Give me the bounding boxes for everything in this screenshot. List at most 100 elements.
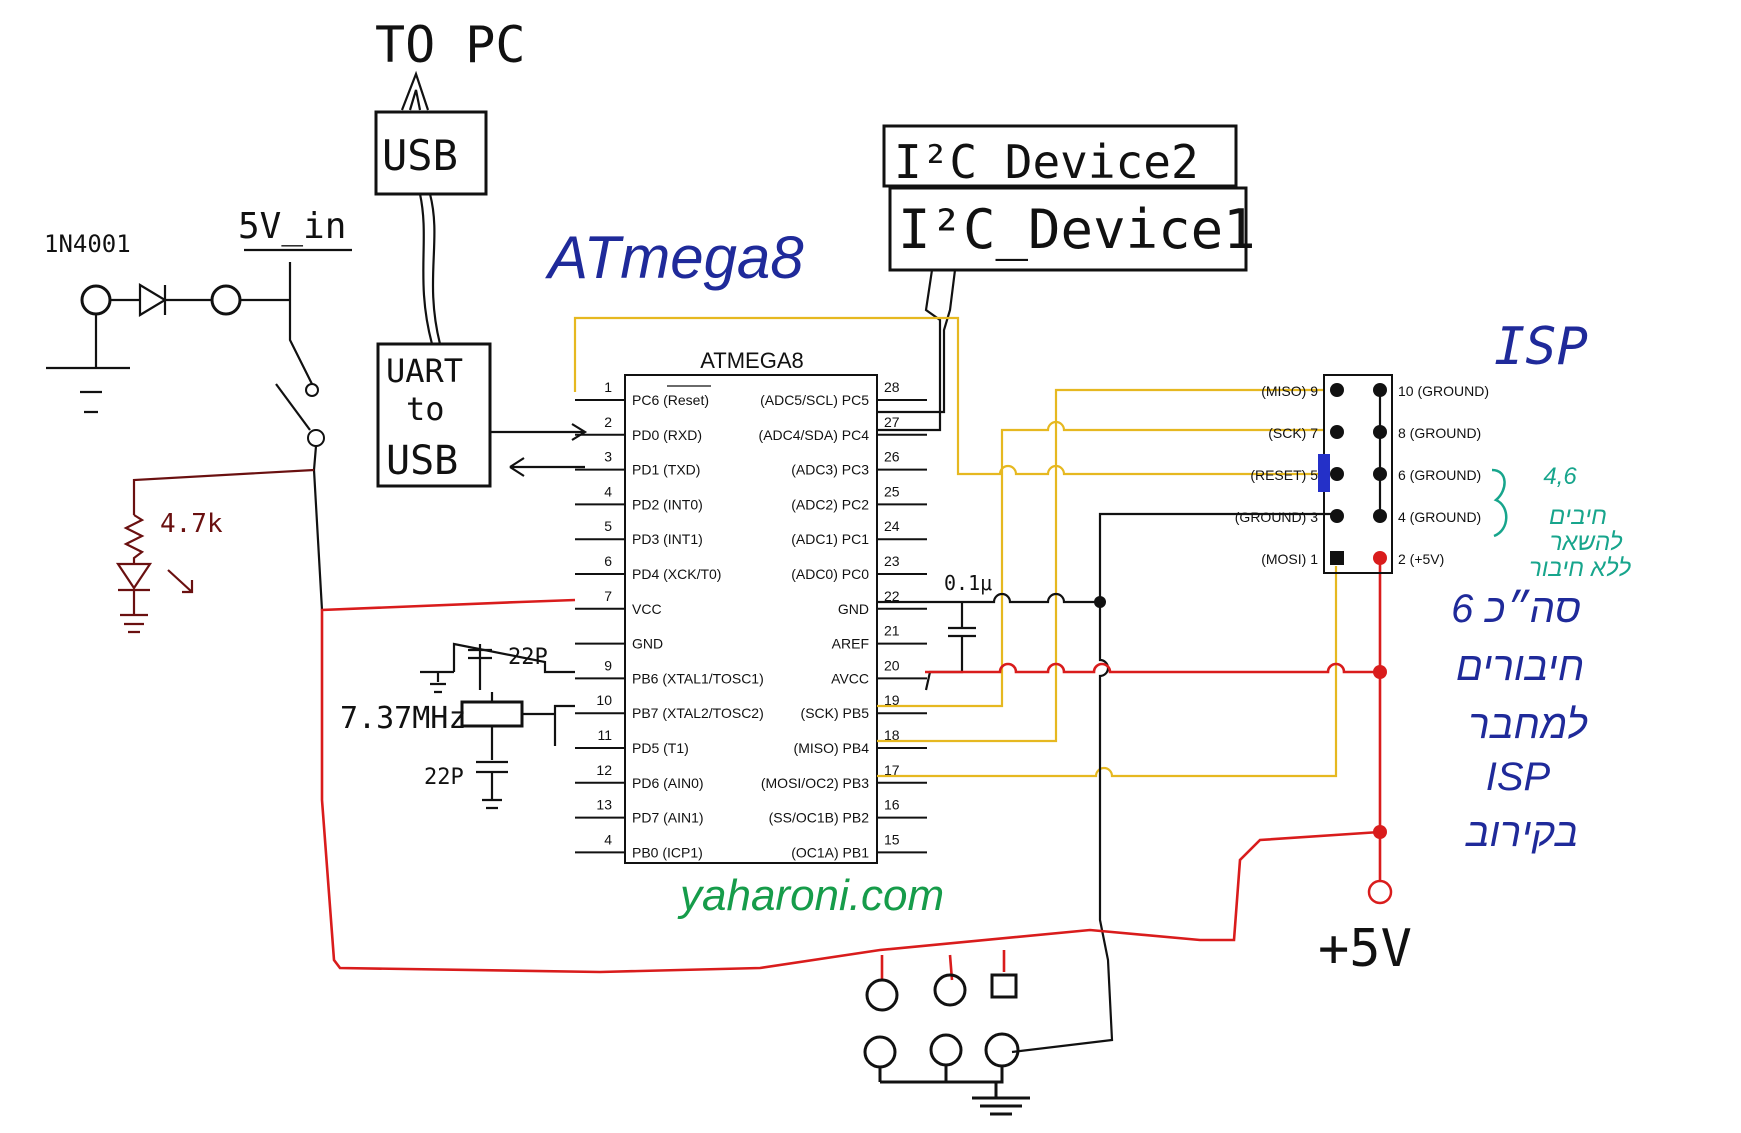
mosi-wire (877, 566, 1338, 778)
chip-right-pin-label: (OC1A) PB1 (791, 844, 869, 860)
chip-right-pin-label: (MOSI/OC2) PB3 (761, 775, 869, 791)
chip-left-pin-number: 5 (604, 518, 612, 534)
isp-right-pin-label: 10 (GROUND) (1398, 383, 1489, 399)
cap-bottom-symbol (476, 740, 508, 810)
crystal-symbol (460, 700, 524, 728)
isp-pin-dot (1330, 425, 1344, 439)
isp-pin-dot (1330, 509, 1344, 523)
chip-left-pin-label: PD5 (T1) (632, 740, 689, 756)
plus5v-terminal (1367, 879, 1393, 905)
avcc-wire (925, 662, 1380, 674)
chip-left-pin-label: PD6 (AIN0) (632, 775, 704, 791)
avcc-junction-dot (1373, 665, 1387, 679)
chip-left-pin-number: 11 (597, 727, 612, 743)
chip-right-pin-number: 27 (884, 414, 900, 430)
switch-output-line (312, 445, 324, 611)
green-note-line-3: להשאר (1550, 529, 1623, 556)
isp-pin-dot (1373, 467, 1387, 481)
isp-brace (1491, 468, 1508, 538)
switch-lever (275, 383, 311, 431)
isp-pin-dot (1330, 383, 1344, 397)
blue-hebrew-note: סה״כ 6 חיבורים למחבר ISP בקירוב (1451, 587, 1588, 855)
chip-left-pin-number: 12 (596, 762, 612, 778)
chip-left-pin-label: GND (632, 636, 663, 652)
chip-right-pin-number: 18 (884, 727, 900, 743)
xtal1-wire (452, 642, 575, 674)
usb-cable (418, 193, 442, 345)
isp-left-pin-label: (SCK) 7 (1268, 425, 1318, 441)
cap-01-symbol (924, 602, 976, 691)
isp-right-pin-label: 6 (GROUND) (1398, 467, 1481, 483)
website-label: yaharoni.com (677, 871, 944, 920)
usb-label: USB (382, 131, 458, 180)
chip-right-pin-number: 28 (884, 379, 900, 395)
isp-right-pin-label: 8 (GROUND) (1398, 425, 1481, 441)
isp-left-pin-label: (GROUND) 3 (1235, 509, 1318, 525)
isp-left-pin-label: (RESET) 5 (1250, 467, 1318, 483)
chip-right-pin-label: (ADC3) PC3 (791, 462, 869, 478)
power-ground-lead (46, 314, 130, 414)
chip-left-pin-number: 9 (604, 657, 612, 673)
isp-pin-dot (1373, 425, 1387, 439)
isp-pin-dot (1373, 383, 1387, 397)
isp-pin-dot (1330, 467, 1344, 481)
chip-right-pin-number: 16 (884, 797, 900, 813)
miso-wire (877, 388, 1325, 743)
led-symbol (115, 560, 153, 634)
chip-right-pin-number: 17 (884, 762, 900, 778)
blue-note-line-3: למחבר (1468, 703, 1588, 747)
chip-right-pin-label: (SCK) PB5 (801, 705, 870, 721)
chip-left-pin-label: PD3 (INT1) (632, 531, 703, 547)
isp-pin-dot (1373, 509, 1387, 523)
five-v-in-line (240, 248, 352, 385)
chip-right-pin-label: (ADC2) PC2 (791, 496, 869, 512)
chip-right-pin-label: (ADC5/SCL) PC5 (760, 392, 869, 408)
chip-left-pin-number: 13 (596, 797, 612, 813)
green-hebrew-note: 4,6 חיבים להשאר ללא חיבור (1529, 463, 1631, 582)
chip-name: ATMEGA8 (700, 348, 804, 373)
switch-contact-bottom (307, 429, 325, 447)
chip-right-pin-label: (ADC1) PC1 (791, 531, 869, 547)
chip-right-pin-label: (ADC0) PC0 (791, 566, 869, 582)
i2c-bus-wires (877, 269, 957, 432)
chip-left-pin-label: PD2 (INT0) (632, 496, 703, 512)
chip-left-pin-label: PD4 (XCK/T0) (632, 566, 721, 582)
chip-right-pin-label: (SS/OC1B) PB2 (769, 810, 870, 826)
sck-wire (877, 420, 1325, 708)
resistor-label: 4.7k (160, 509, 223, 539)
i2c-device1-box (888, 186, 1248, 272)
green-note-line-2: חיבים (1549, 503, 1607, 530)
power-connector (863, 950, 1030, 1116)
isp-left-pin-label: (MISO) 9 (1261, 383, 1318, 399)
cap-top-symbol (468, 644, 492, 690)
cap-ground (420, 670, 454, 694)
atmega8-chip (624, 374, 878, 864)
chip-left-pin-label: PD7 (AIN1) (632, 810, 704, 826)
chip-right-pin-label: AREF (832, 636, 869, 652)
chip-right-pin-label: AVCC (831, 670, 869, 686)
uart-to-label: to (406, 390, 445, 428)
uart-usb-label: USB (386, 438, 458, 484)
crystal-label: 7.37MHz (340, 701, 466, 736)
isp-right-pin-label: 4 (GROUND) (1398, 509, 1481, 525)
chip-left-pin-label: PB6 (XTAL1/TOSC1) (632, 670, 764, 686)
chip-left-pin-number: 10 (596, 692, 612, 708)
txd-arrow (509, 457, 585, 477)
ground-wire (877, 512, 1338, 604)
blue-note-line-4: ISP (1486, 755, 1551, 799)
chip-left-pin-label: PC6 (Reset) (632, 392, 709, 408)
atmega8-title: ATmega8 (545, 224, 804, 291)
chip-right-pin-number: 24 (884, 518, 900, 534)
isp-left-pin-label: (MOSI) 1 (1261, 551, 1318, 567)
i2c-device2-box (882, 124, 1238, 188)
chip-right-pin-number: 25 (884, 483, 900, 499)
chip-left-pin-number: 3 (604, 449, 612, 465)
i2c-device1-label: I²C_Device1 (898, 198, 1256, 261)
chip-left-pin-label: PD0 (RXD) (632, 427, 702, 443)
chip-left-pin-number: 7 (604, 588, 612, 604)
chip-left-pin-number: 2 (604, 414, 612, 430)
chip-left-pin-label: VCC (632, 601, 662, 617)
chip-left-pin-number: 4 (604, 483, 612, 499)
blue-note-line-1: סה״כ 6 (1451, 587, 1581, 631)
